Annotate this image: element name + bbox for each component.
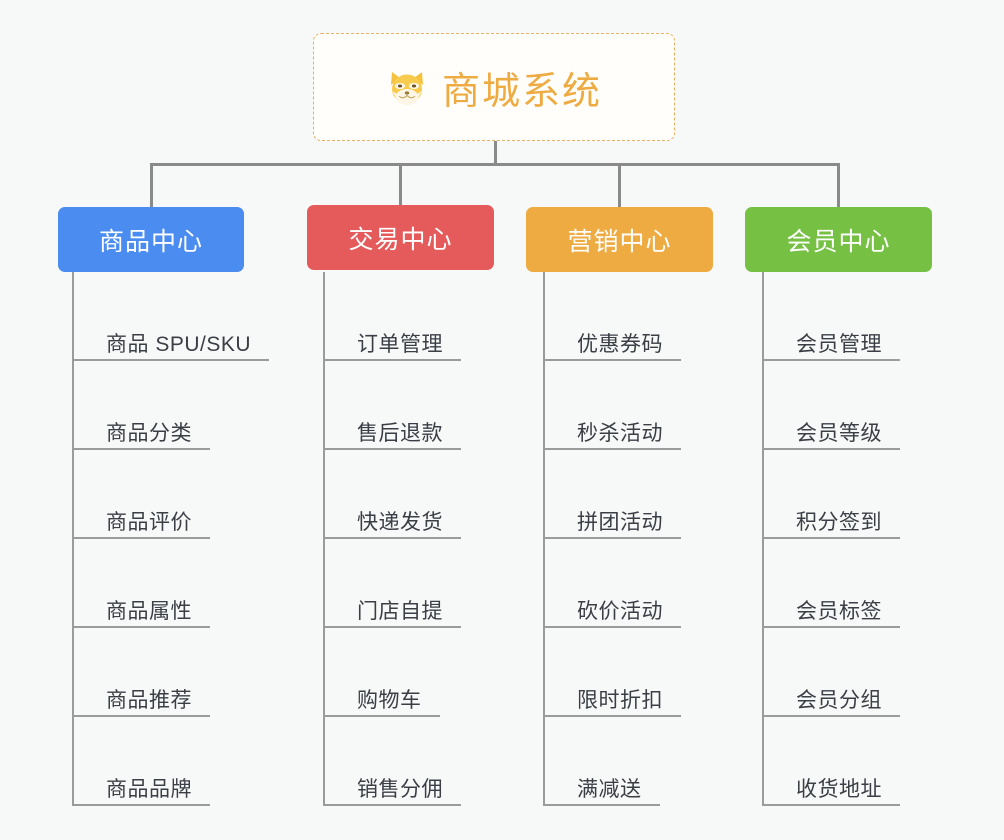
leaf-label: 商品 SPU/SKU [106, 332, 252, 356]
branch-spine [323, 272, 325, 806]
leaf-label: 拼团活动 [577, 510, 663, 534]
category-box-member-center[interactable]: 会员中心 [745, 207, 932, 272]
leaf-label: 限时折扣 [577, 688, 663, 712]
leaf-item[interactable]: 销售分佣 [323, 717, 461, 806]
category-label-marketing-center: 营销中心 [567, 227, 672, 256]
shiba-dog-face-icon [386, 66, 428, 108]
leaf-label: 门店自提 [357, 599, 443, 623]
leaf-item[interactable]: 砍价活动 [543, 539, 681, 628]
leaf-label: 砍价活动 [577, 599, 663, 623]
leaf-item[interactable]: 收货地址 [762, 717, 900, 806]
leaf-label: 购物车 [357, 688, 422, 712]
leaf-label: 满减送 [577, 777, 642, 801]
leaf-item[interactable]: 商品分类 [72, 361, 210, 450]
branch-spine [762, 272, 764, 806]
leaf-item[interactable]: 商品评价 [72, 450, 210, 539]
leaf-label: 积分签到 [796, 510, 882, 534]
leaf-label: 商品分类 [106, 421, 192, 445]
leaf-item[interactable]: 商品品牌 [72, 717, 210, 806]
leaf-label: 优惠券码 [577, 332, 663, 356]
leaf-item[interactable]: 会员等级 [762, 361, 900, 450]
leaf-label: 会员管理 [796, 332, 882, 356]
leaf-item[interactable]: 门店自提 [323, 539, 461, 628]
connector-drop-product-center [150, 163, 153, 209]
leaf-label: 秒杀活动 [577, 421, 663, 445]
connector-drop-member-center [837, 163, 840, 209]
leaf-item[interactable]: 商品 SPU/SKU [72, 272, 270, 361]
leaf-item[interactable]: 购物车 [323, 628, 440, 717]
connector-root-stem [494, 141, 497, 165]
connector-horizontal-bus [150, 163, 840, 166]
category-label-product-center: 商品中心 [98, 227, 203, 256]
leaf-label: 商品属性 [106, 599, 192, 623]
category-label-trade-center: 交易中心 [348, 225, 453, 254]
root-node[interactable]: 商城系统 [313, 33, 675, 141]
leaf-label: 商品评价 [106, 510, 192, 534]
leaf-item[interactable]: 订单管理 [323, 272, 461, 361]
leaf-item[interactable]: 秒杀活动 [543, 361, 681, 450]
category-box-marketing-center[interactable]: 营销中心 [526, 207, 713, 272]
root-title: 商城系统 [441, 70, 602, 113]
leaf-label: 快递发货 [357, 510, 443, 534]
leaf-label: 会员等级 [796, 421, 882, 445]
leaf-item[interactable]: 会员标签 [762, 539, 900, 628]
leaf-item[interactable]: 优惠券码 [543, 272, 681, 361]
leaf-label: 销售分佣 [357, 777, 443, 801]
connector-drop-marketing-center [618, 163, 621, 209]
leaf-item[interactable]: 拼团活动 [543, 450, 681, 539]
leaf-item[interactable]: 满减送 [543, 717, 660, 806]
category-label-member-center: 会员中心 [786, 227, 891, 256]
leaf-item[interactable]: 会员分组 [762, 628, 900, 717]
leaf-item[interactable]: 商品推荐 [72, 628, 210, 717]
leaf-label: 会员分组 [796, 688, 882, 712]
leaf-item[interactable]: 售后退款 [323, 361, 461, 450]
leaf-item[interactable]: 商品属性 [72, 539, 210, 628]
branch-spine [72, 272, 74, 806]
leaf-item[interactable]: 积分签到 [762, 450, 900, 539]
leaf-item[interactable]: 会员管理 [762, 272, 900, 361]
leaf-label: 会员标签 [796, 599, 882, 623]
leaf-label: 售后退款 [357, 421, 443, 445]
leaf-label: 订单管理 [357, 332, 443, 356]
leaf-label: 商品推荐 [106, 688, 192, 712]
leaf-label: 商品品牌 [106, 777, 192, 801]
category-box-product-center[interactable]: 商品中心 [58, 207, 244, 272]
connector-drop-trade-center [399, 163, 402, 209]
leaf-item[interactable]: 限时折扣 [543, 628, 681, 717]
leaf-item[interactable]: 快递发货 [323, 450, 461, 539]
leaf-label: 收货地址 [796, 777, 882, 801]
branch-spine [543, 272, 545, 806]
category-box-trade-center[interactable]: 交易中心 [307, 205, 494, 270]
